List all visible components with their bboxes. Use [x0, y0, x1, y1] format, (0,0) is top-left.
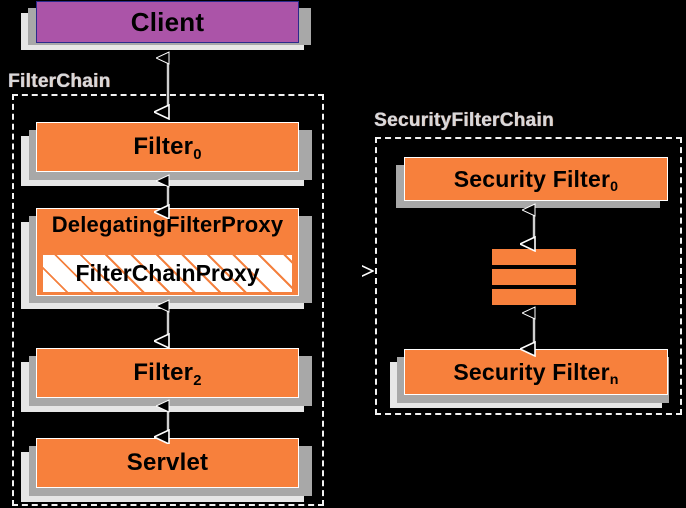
- node-security-filtern[interactable]: Security Filtern: [404, 349, 668, 395]
- filterchain-label: FilterChain: [8, 71, 111, 92]
- node-filter2-label: Filter2: [133, 359, 202, 389]
- node-client-label: Client: [130, 7, 205, 37]
- arrow-filter2-dfp: [151, 296, 185, 349]
- ellipsis-bar-1: [492, 249, 576, 265]
- ellipsis-bar-2: [492, 269, 576, 285]
- securityfilterchain-container: [375, 137, 682, 415]
- ellipsis-bar-3: [492, 289, 576, 305]
- node-security-filter0[interactable]: Security Filter0: [404, 157, 668, 201]
- arrow-ellipsis-securityfilter0: [517, 200, 551, 252]
- node-security-filtern-subscript: n: [609, 372, 619, 389]
- node-filter0[interactable]: Filter0: [36, 122, 299, 172]
- arrow-servlet-filter2: [151, 396, 185, 444]
- node-filter-chain-proxy[interactable]: FilterChainProxy: [41, 253, 294, 294]
- securityfilterchain-label: SecurityFilterChain: [374, 110, 554, 131]
- node-security-filtern-label: Security Filtern: [453, 358, 619, 389]
- arrow-dfp-filter0: [151, 171, 185, 219]
- arrow-chain-delegation: [362, 258, 392, 284]
- node-delegating-filter-proxy-label: DelegatingFilterProxy: [51, 212, 284, 237]
- node-servlet-label: Servlet: [126, 449, 209, 476]
- node-servlet[interactable]: Servlet: [36, 438, 299, 488]
- arrow-securityfiltern-ellipsis: [517, 303, 551, 357]
- node-filter2[interactable]: Filter2: [36, 348, 299, 398]
- node-filter0-label: Filter0: [133, 133, 202, 163]
- node-filter-chain-proxy-label: FilterChainProxy: [75, 260, 260, 286]
- node-filter0-subscript: 0: [193, 146, 202, 163]
- node-client[interactable]: Client: [36, 1, 299, 43]
- arrow-filter0-client: [151, 46, 185, 122]
- node-security-filter0-subscript: 0: [610, 179, 619, 196]
- node-security-filter0-label: Security Filter0: [453, 165, 619, 196]
- node-filter2-subscript: 2: [193, 372, 202, 389]
